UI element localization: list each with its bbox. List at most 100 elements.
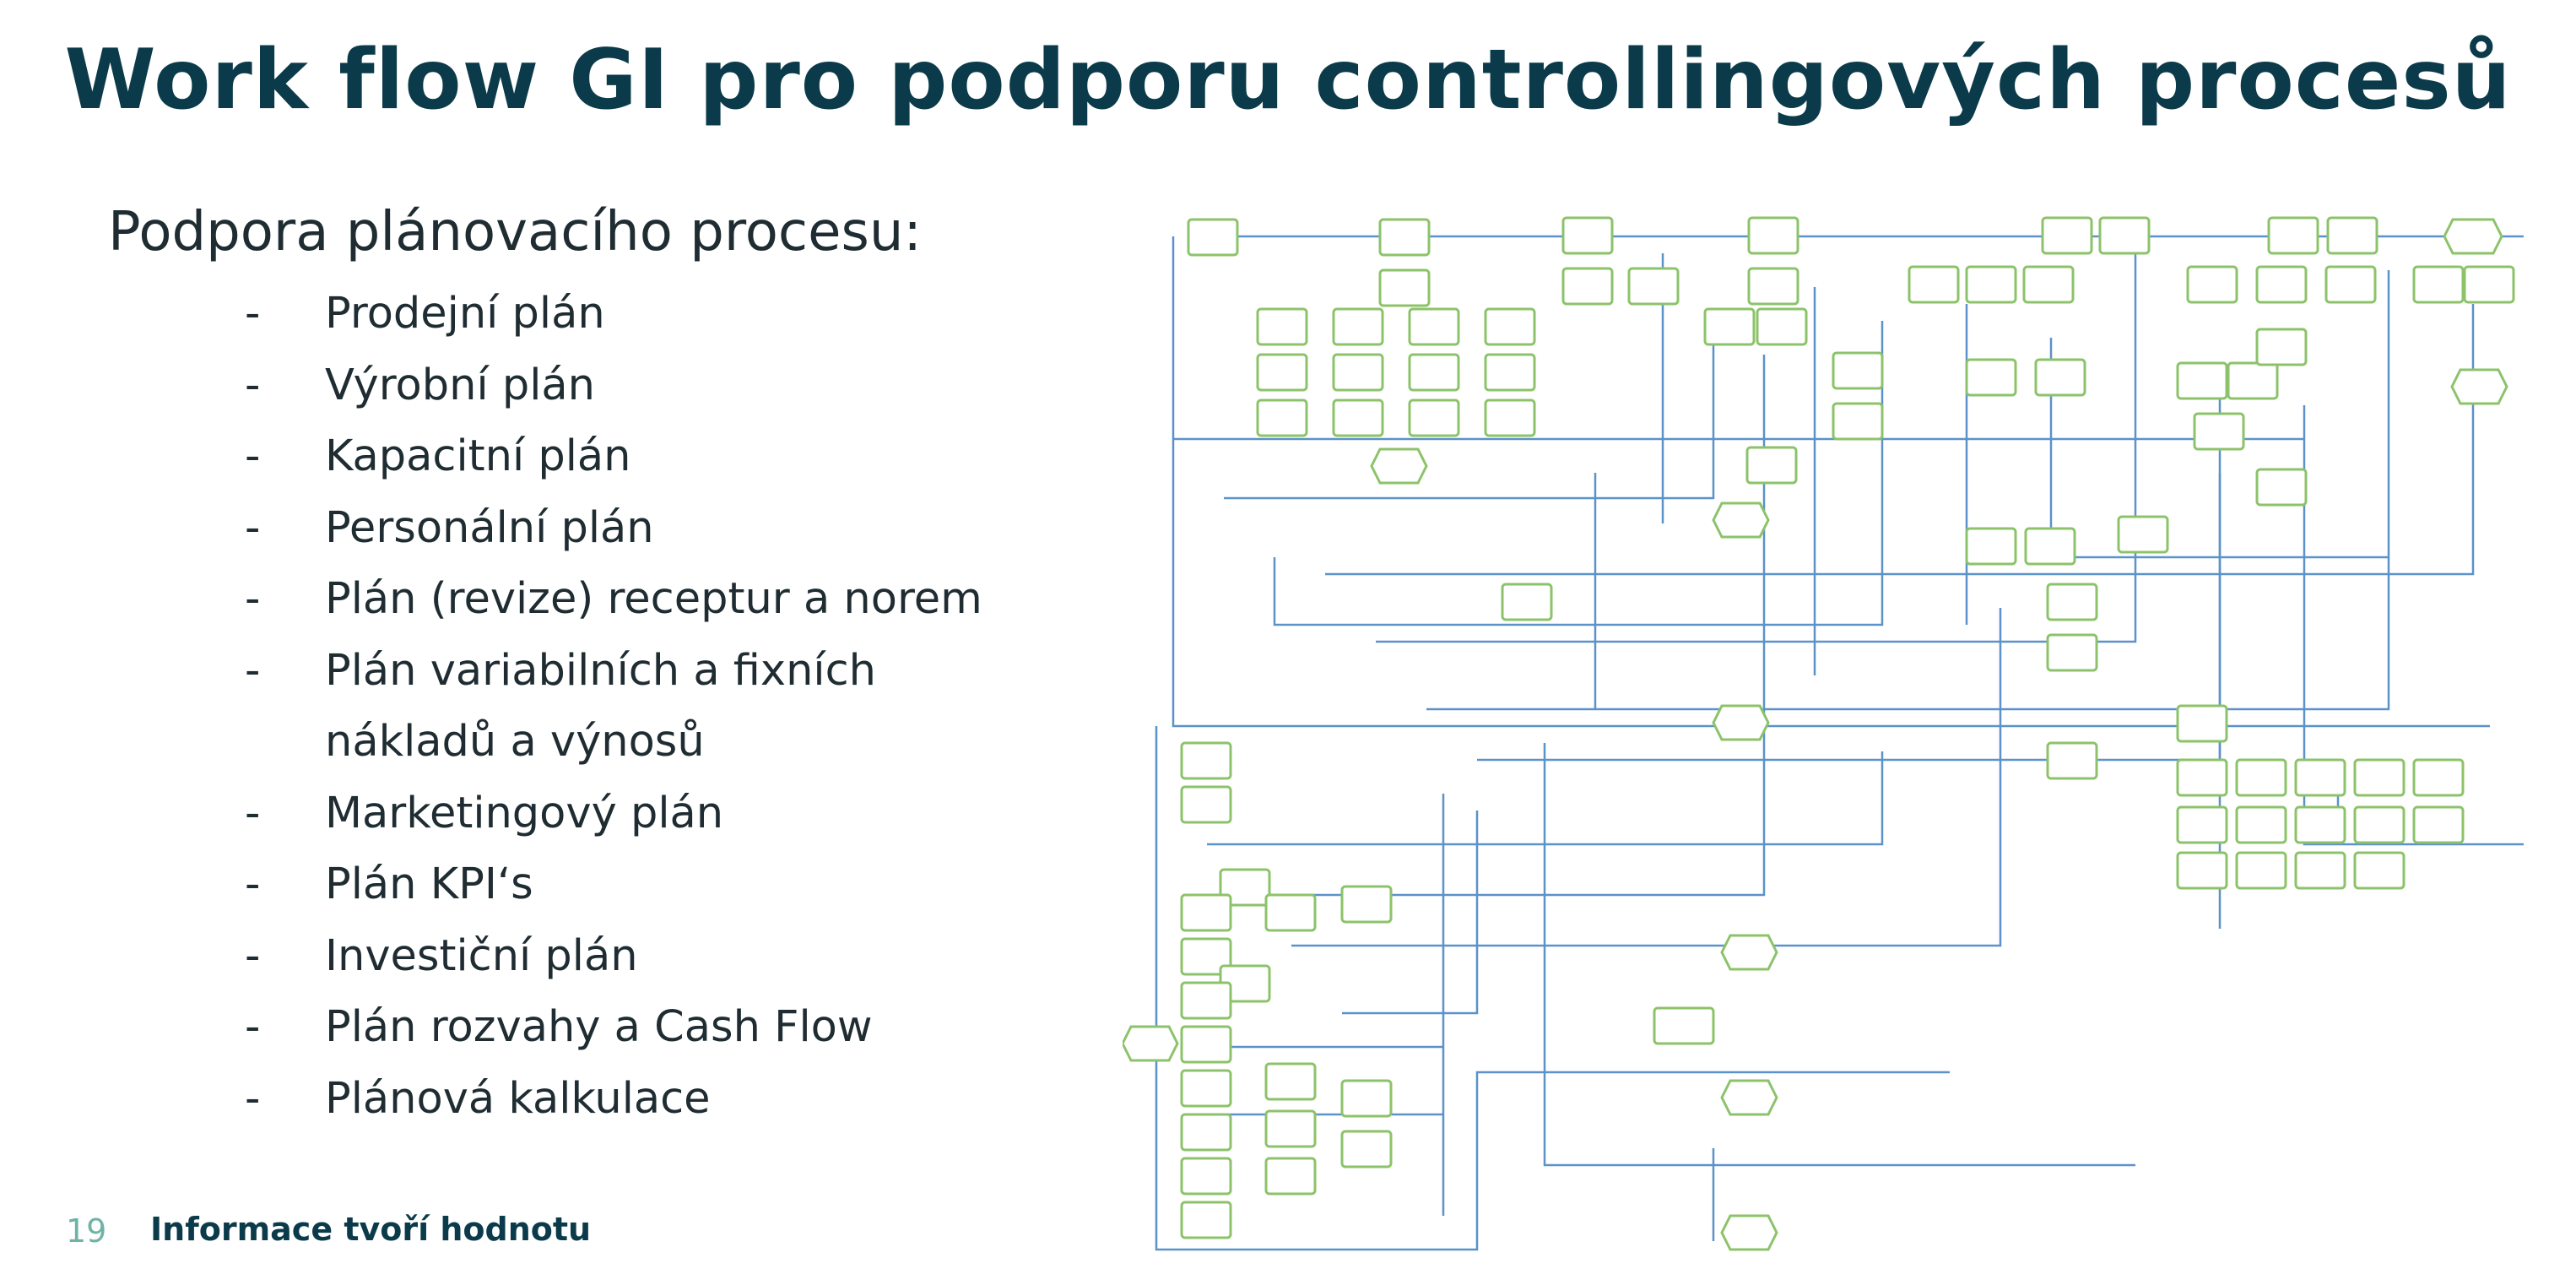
process-node (1627, 267, 1680, 306)
process-node (2267, 216, 2319, 255)
process-node (1484, 399, 1536, 437)
list-item: -Plán (revize) receptur a norem (245, 564, 982, 636)
process-node (1832, 351, 1884, 390)
process-node (1264, 1157, 1317, 1196)
process-node (1408, 353, 1460, 392)
process-node (1703, 307, 1756, 346)
process-node (2034, 358, 2086, 397)
event-node (1712, 502, 1770, 539)
process-node (1561, 267, 1614, 306)
process-node (2412, 265, 2465, 304)
process-node (2046, 741, 2098, 780)
event-node (1123, 1025, 1179, 1062)
list-item: -Kapacitní plán (245, 421, 982, 493)
process-node (1256, 307, 1308, 346)
process-node (1340, 1130, 1393, 1168)
bullet-dash: - (245, 289, 261, 339)
process-node (2193, 412, 2245, 451)
list-item-label: Plán variabilních a fixních (325, 645, 876, 696)
plan-list: -Prodejní plán -Výrobní plán -Kapacitní … (245, 279, 982, 1135)
process-node (2176, 361, 2228, 400)
process-node (1264, 1109, 1317, 1148)
process-node (1264, 893, 1317, 932)
list-item: - Výrobní plán (245, 350, 982, 422)
bullet-dash: - (245, 788, 261, 838)
bullet-dash: - (245, 574, 261, 624)
process-node (2186, 265, 2238, 304)
list-item-label: Investiční plán (325, 930, 638, 981)
bullet-dash: - (245, 859, 261, 909)
process-node (1180, 1113, 1232, 1152)
process-node (2255, 328, 2308, 366)
process-node (2294, 758, 2346, 797)
process-node (2353, 851, 2406, 890)
process-node (1484, 307, 1536, 346)
workflow-diagram (1123, 216, 2524, 1251)
process-node (2022, 265, 2075, 304)
process-node (2176, 704, 2228, 743)
event-node (1720, 1079, 1778, 1116)
page-number: 19 (66, 1212, 107, 1250)
process-node (2046, 633, 2098, 672)
bullet-dash: - (245, 502, 261, 553)
list-item-label: Prodejní plán (325, 289, 605, 339)
process-node (2235, 758, 2287, 797)
process-node (1180, 893, 1232, 932)
process-node (1187, 218, 1239, 257)
process-node (2117, 515, 2169, 554)
process-node (2255, 265, 2308, 304)
process-node (2024, 527, 2076, 566)
process-node (2098, 216, 2151, 255)
list-item-label: Kapacitní plán (325, 431, 631, 481)
event-node (2443, 218, 2503, 255)
process-node (2046, 583, 2098, 621)
bullet-dash: - (245, 360, 261, 410)
process-node (1180, 785, 1232, 824)
process-node (2353, 805, 2406, 844)
process-node (1256, 399, 1308, 437)
process-node (1180, 1069, 1232, 1108)
event-node (1712, 704, 1770, 741)
process-node (2324, 265, 2377, 304)
process-node (2235, 851, 2287, 890)
process-node (2176, 758, 2228, 797)
process-node (1219, 868, 1271, 907)
process-node (1180, 937, 1232, 976)
process-node (1332, 307, 1384, 346)
list-item-continuation: nákladů a výnosů (325, 717, 705, 767)
process-node (1256, 353, 1308, 392)
process-nodes (1123, 216, 2515, 1251)
bullet-dash: - (245, 1073, 261, 1124)
process-node (2326, 216, 2378, 255)
list-item-label: Plán rozvahy a Cash Flow (325, 1002, 873, 1052)
bullet-dash: - (245, 930, 261, 981)
process-node (1180, 1025, 1232, 1064)
process-node (1965, 265, 2017, 304)
process-node (1378, 268, 1431, 307)
process-node (1340, 1079, 1393, 1118)
process-node (1408, 307, 1460, 346)
list-item-label: Výrobní plán (325, 360, 595, 410)
process-node (1832, 402, 1884, 441)
process-node (1264, 1062, 1317, 1101)
list-item: - Personální plán (245, 493, 982, 565)
list-item-label: Personální plán (325, 502, 654, 553)
process-node (2176, 851, 2228, 890)
process-node (1378, 218, 1431, 257)
list-item: - Investiční plán (245, 921, 982, 993)
list-item-label: Plán KPI‘s (325, 859, 533, 909)
process-node (2235, 805, 2287, 844)
list-item: -Plán rozvahy a Cash Flow (245, 992, 982, 1064)
event-node (1720, 934, 1778, 971)
list-item: - Prodejní plán (245, 279, 982, 350)
list-item: - Plán KPI‘s (245, 849, 982, 921)
list-item-label: Plánová kalkulace (325, 1073, 711, 1124)
process-node (1756, 307, 1808, 346)
process-node (1501, 583, 1553, 621)
process-node (1908, 265, 1960, 304)
process-node (2463, 265, 2515, 304)
process-node (2294, 851, 2346, 890)
process-node (1965, 358, 2017, 397)
process-node (2227, 361, 2279, 400)
